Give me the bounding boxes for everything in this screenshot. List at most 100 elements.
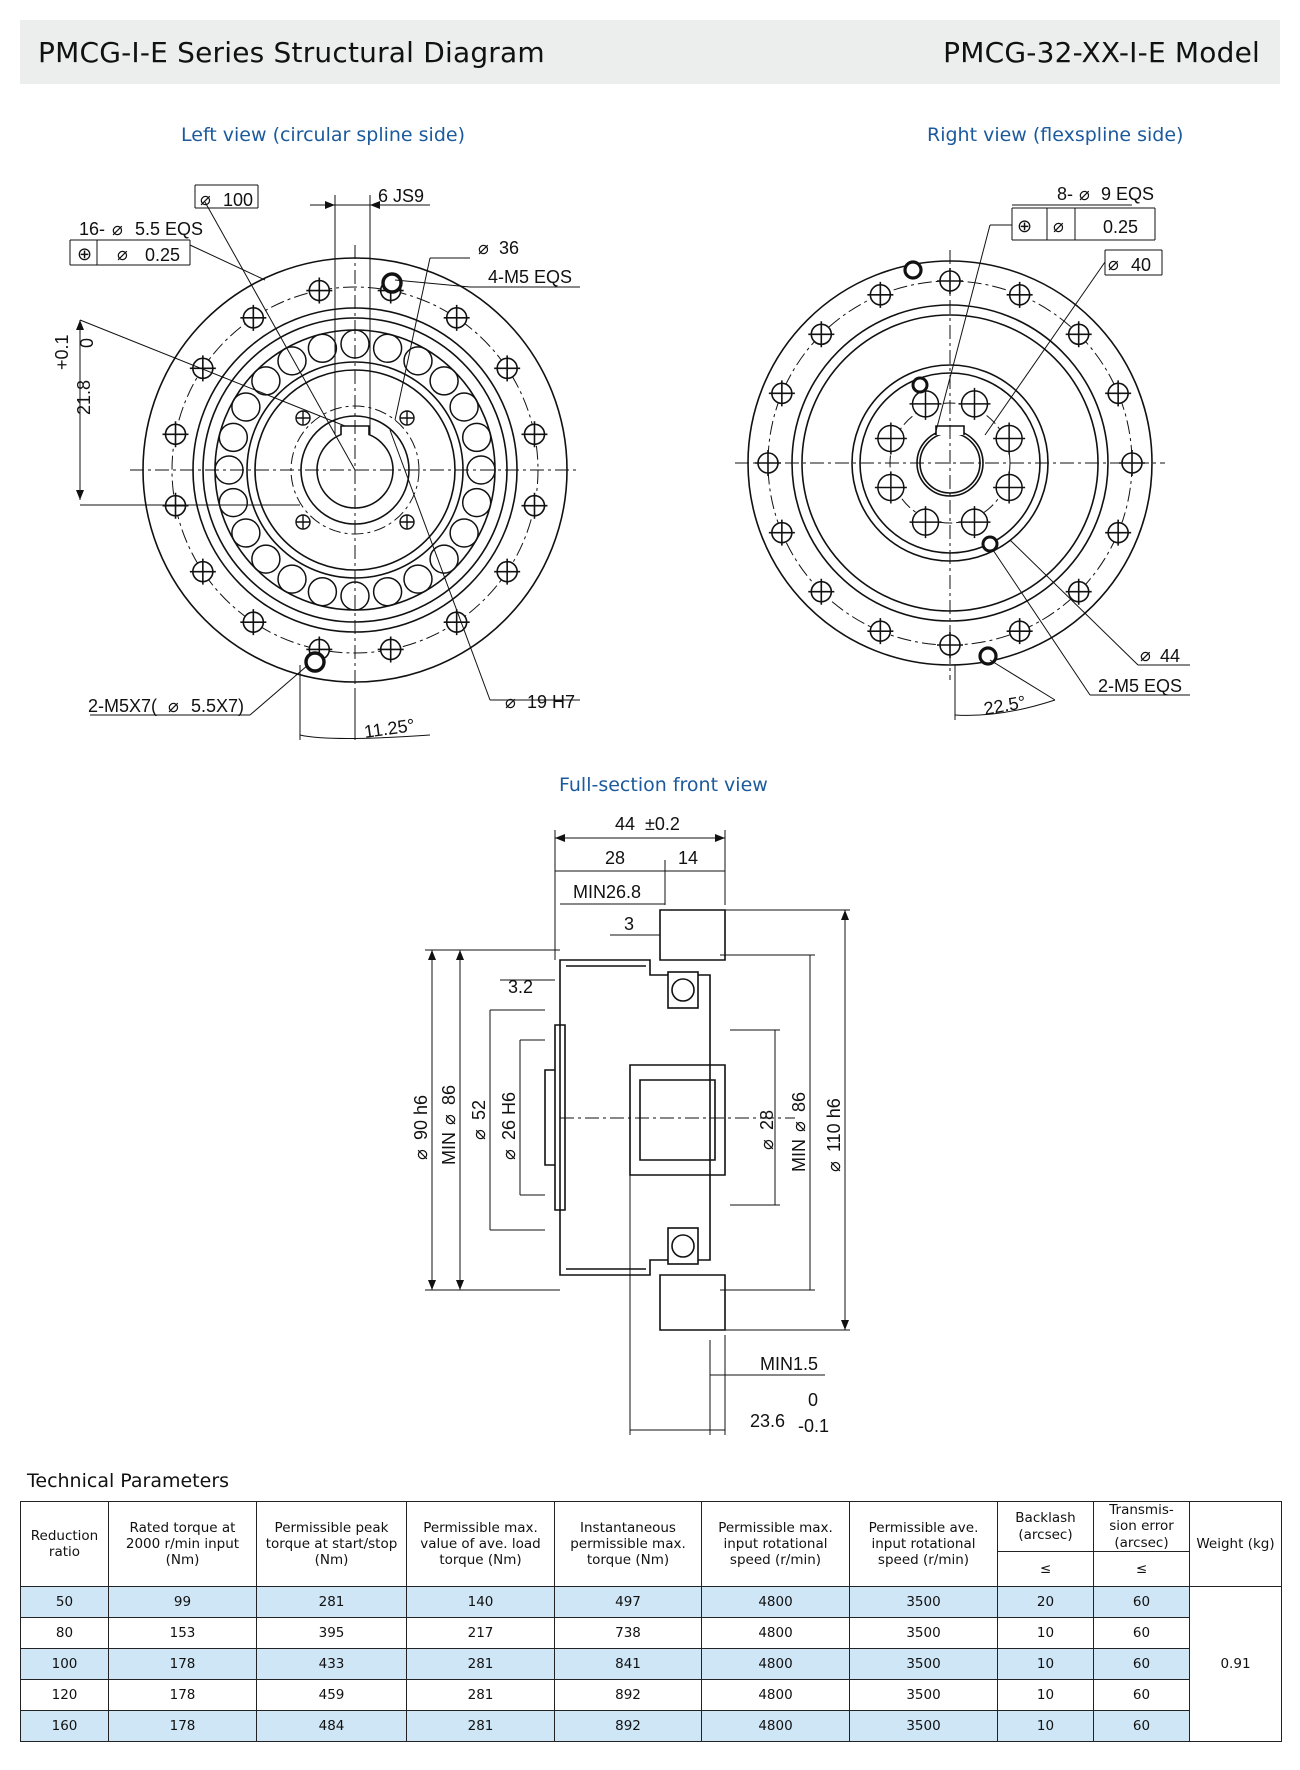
bolt-holes-16 (162, 277, 548, 663)
dim-phi26: 26 H6 (499, 1092, 519, 1140)
dim-phi100: 100 (223, 190, 253, 210)
output-hub (629, 1064, 726, 1176)
header-bar: PMCG-I-E Series Structural Diagram PMCG-… (20, 20, 1280, 84)
header-rated-torque: Rated torque at 2000 r/min input (Nm) (108, 1500, 257, 1588)
dim-236-low: -0.1 (798, 1416, 829, 1436)
dim-2m5-right: 2-M5 EQS (1098, 676, 1182, 696)
cell-rated-torque: 178 (108, 1679, 257, 1712)
dim-2m5x7-b: 5.5X7) (191, 696, 244, 716)
cell-max-speed: 4800 (701, 1710, 850, 1743)
dim-min86-right: MIN (789, 1139, 809, 1172)
header-weight: Weight (kg) (1189, 1500, 1282, 1588)
svg-text:⌀: ⌀ (117, 244, 128, 264)
model-title: PMCG-32-XX-I-E Model (943, 35, 1260, 69)
svg-text:⌀: ⌀ (1140, 645, 1151, 665)
cell-ave-load-torque: 281 (406, 1710, 555, 1743)
svg-text:⌀: ⌀ (112, 219, 123, 239)
svg-text:⌀: ⌀ (168, 696, 179, 716)
table-row: 80 153 395 217 738 4800 3500 10 60 (20, 1617, 1282, 1650)
cell-max-speed: 4800 (701, 1679, 850, 1712)
cell-max-speed: 4800 (701, 1586, 850, 1619)
cell-peak-torque: 484 (256, 1710, 407, 1743)
bolt-holes-right (755, 268, 1145, 658)
section-view-caption: Full-section front view (559, 774, 768, 796)
table-row: 100 178 433 281 841 4800 3500 10 60 (20, 1648, 1282, 1681)
header-ratio: Reduction ratio (20, 1500, 109, 1588)
svg-text:⌀: ⌀ (1108, 254, 1119, 274)
cell-instant-torque: 841 (554, 1648, 702, 1681)
roller (403, 564, 433, 594)
roller (372, 576, 403, 607)
technical-parameters-table: Reduction ratio Rated torque at 2000 r/m… (20, 1500, 1282, 1743)
dim-holes8-b: 9 EQS (1101, 184, 1154, 204)
right-view-drawing: 8- ⌀ 9 EQS ⊕ ⌀ 0.25 ⌀ 40 ⌀ 44 2-M5 EQS 2… (735, 184, 1190, 720)
roller (277, 346, 307, 376)
dim-tol025-left: 0.25 (145, 245, 180, 265)
cell-ave-speed: 3500 (849, 1617, 998, 1650)
svg-text:⌀: ⌀ (411, 1149, 431, 1160)
dim-min86-left: MIN (439, 1132, 459, 1165)
dim-44: 44 (615, 814, 635, 834)
dim-keyway: 6 JS9 (378, 186, 424, 206)
header-transmission-error: Transmis- sion error (arcsec) (1093, 1500, 1190, 1553)
left-view-caption: Left view (circular spline side) (181, 124, 465, 146)
roller (449, 392, 479, 422)
svg-text:⌀: ⌀ (478, 238, 489, 258)
dim-keyway-depth: 21.8 (74, 380, 94, 415)
cell-rated-torque: 178 (108, 1648, 257, 1681)
svg-text:⌀: ⌀ (505, 692, 516, 712)
roller (403, 346, 433, 376)
right-view-caption: Right view (flexspline side) (927, 124, 1184, 146)
cell-ratio: 120 (20, 1679, 109, 1712)
cell-peak-torque: 395 (256, 1617, 407, 1650)
roller (307, 333, 338, 364)
cell-rated-torque: 153 (108, 1617, 257, 1650)
roller (372, 333, 403, 364)
svg-text:⌀: ⌀ (1053, 216, 1064, 236)
technical-parameters-title: Technical Parameters (27, 1470, 230, 1492)
svg-text:⌀: ⌀ (469, 1129, 489, 1140)
cell-backlash: 10 (997, 1648, 1094, 1681)
cell-transmission-error: 60 (1093, 1648, 1190, 1681)
dim-phi44: 44 (1160, 646, 1180, 666)
svg-text:⌀: ⌀ (439, 1114, 459, 1125)
cell-instant-torque: 892 (554, 1710, 702, 1743)
cell-transmission-error: 60 (1093, 1617, 1190, 1650)
cell-ratio: 80 (20, 1617, 109, 1650)
svg-text:⌀: ⌀ (200, 189, 211, 209)
dim-tol-zero: 0 (77, 338, 97, 348)
cell-weight: 0.91 (1189, 1586, 1282, 1743)
flexspline-cup (559, 959, 711, 1276)
cell-instant-torque: 497 (554, 1586, 702, 1619)
header-max-speed: Permissible max. input rotational speed … (701, 1500, 850, 1588)
dim-32: 3.2 (508, 977, 533, 997)
roller (277, 564, 307, 594)
cell-rated-torque: 99 (108, 1586, 257, 1619)
dim-phi19: 19 H7 (527, 692, 575, 712)
header-transmission-le: ≤ (1093, 1551, 1190, 1588)
header-peak-torque: Permissible peak torque at start/stop (N… (256, 1500, 407, 1588)
flange-top (659, 909, 726, 961)
roller (429, 366, 459, 396)
table-row: 50 99 281 140 497 4800 3500 20 60 0.91 (20, 1586, 1282, 1743)
roller (251, 544, 281, 574)
header-backlash: Backlash (arcsec) (997, 1500, 1094, 1553)
cell-ave-load-torque: 281 (406, 1679, 555, 1712)
svg-text:⌀: ⌀ (499, 1149, 519, 1160)
cell-peak-torque: 433 (256, 1648, 407, 1681)
svg-text:⌀: ⌀ (789, 1121, 809, 1132)
roller (231, 392, 261, 422)
cell-ratio: 50 (20, 1586, 109, 1619)
table-row: 120 178 459 281 892 4800 3500 10 60 (20, 1679, 1282, 1712)
roller (218, 422, 249, 453)
flange-bottom (659, 1274, 726, 1331)
roller (449, 518, 479, 548)
dim-phi52: 52 (469, 1100, 489, 1120)
dim-phi36: 36 (499, 238, 519, 258)
dim-236-up: 0 (808, 1390, 818, 1410)
cell-backlash: 20 (997, 1586, 1094, 1619)
dim-phi90: 90 h6 (411, 1095, 431, 1140)
dim-14: 14 (678, 848, 698, 868)
cell-peak-torque: 459 (256, 1679, 407, 1712)
roller (231, 518, 261, 548)
